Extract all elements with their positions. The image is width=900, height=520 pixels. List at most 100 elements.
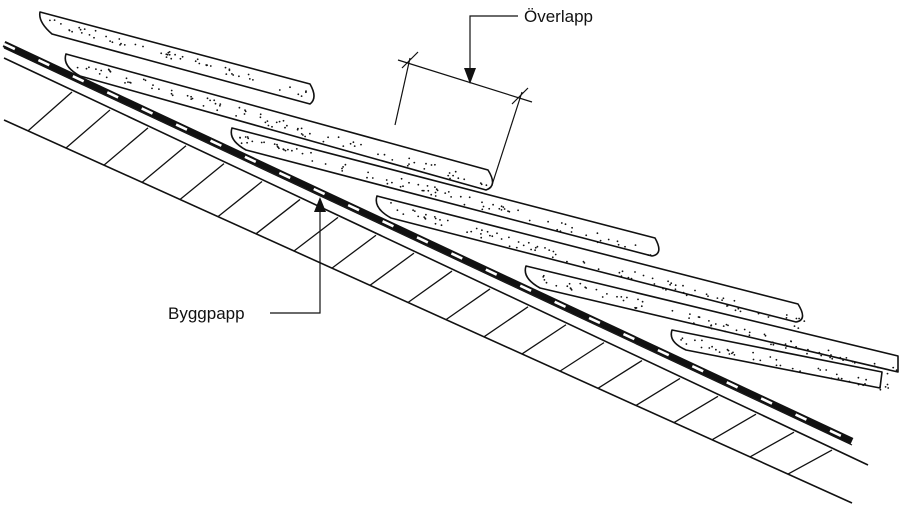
overlap-leader-line [469,15,518,70]
granule-dot [213,99,216,102]
granule-dot [685,343,688,345]
granule-dot [725,323,728,326]
granule-dot [160,52,163,55]
granule-dot [311,160,314,162]
granule-dot [275,121,278,124]
granule-dot [711,345,713,348]
granule-dot [165,56,168,58]
granule-dot [463,178,466,181]
granule-dot [857,383,860,386]
granule-dot [422,189,425,192]
granule-dot [166,53,169,56]
granule-dot [260,141,263,144]
granule-dot [669,283,671,286]
granule-dot [123,44,126,46]
granule-dot [500,238,503,240]
granule-dot [769,314,771,317]
granule-dot [300,127,303,130]
granule-dot [879,388,882,391]
granule-dot [621,270,624,273]
granule-dot [579,282,582,285]
granule-dot [342,166,344,168]
granule-dot [231,73,233,75]
granule-dot [366,176,368,179]
granule-dot [547,220,549,223]
granule-dot [424,218,427,220]
granule-dot [386,182,389,185]
granule-dot [434,217,437,220]
granule-dot [480,183,483,186]
granule-dot [238,106,241,109]
granule-dot [599,239,602,242]
granule-dot [827,349,830,352]
granule-dot [688,317,690,319]
granule-dot [640,305,643,308]
granule-dot [134,43,137,46]
granule-dot [284,149,287,152]
granule-dot [181,55,184,58]
granule-dot [694,339,696,342]
granule-dot [127,81,129,83]
granule-dot [480,233,482,235]
granule-dot [818,351,821,354]
granule-dot [767,316,770,318]
granule-dot [100,69,103,72]
granule-dot [568,282,571,285]
granule-dot [475,227,478,230]
granule-dot [296,128,299,131]
granule-dot [616,295,618,298]
granule-dot [297,93,300,96]
granule-dot [527,241,530,244]
roof-deck-hatch-line [179,163,225,200]
granule-dot [295,148,298,150]
granule-dot [85,67,88,70]
underlay-label: Byggpapp [168,304,245,323]
granule-dot [264,121,267,124]
granule-dot [413,210,416,213]
granule-dot [585,234,588,237]
shingle-strip [375,195,804,323]
granule-dot [764,334,767,337]
granule-dot [486,230,489,233]
granule-dot [466,231,468,234]
granule-dot [391,181,393,184]
granule-dot [342,145,345,148]
granule-dot [508,210,511,213]
granule-dot [626,296,628,299]
granule-dot [721,299,723,301]
overlap-dimension [394,51,533,186]
granule-dot [831,357,834,360]
shingle-granules [49,19,898,391]
roof-deck-hatch-line [27,91,73,132]
granule-dot [601,296,604,298]
granule-dot [515,246,518,249]
granule-dot [618,271,621,274]
granule-dot [829,356,831,359]
granule-dot [566,260,568,263]
granule-dot [481,229,483,232]
granule-dot [596,241,599,244]
granule-dot [667,280,669,283]
granule-dot [647,254,650,256]
granule-dot [205,64,208,67]
granule-dot [341,167,343,170]
granule-dot [733,354,736,356]
granule-dot [620,275,623,278]
granule-dot [763,333,766,336]
granule-dot [76,66,79,69]
granule-dot [715,348,717,351]
granule-dot [491,235,494,238]
granule-dot [820,354,823,357]
granule-dot [71,30,73,33]
granule-dot [839,356,842,359]
shingle-strip [524,265,899,373]
granule-dot [649,254,652,256]
granule-dot [634,271,636,273]
granule-dot [544,247,546,249]
granule-dot [247,137,250,140]
granule-dot [651,277,654,280]
granule-dot [246,136,249,138]
roof-deck-hatch-line [749,431,795,458]
granule-dot [694,289,696,292]
granule-dot [444,192,447,195]
